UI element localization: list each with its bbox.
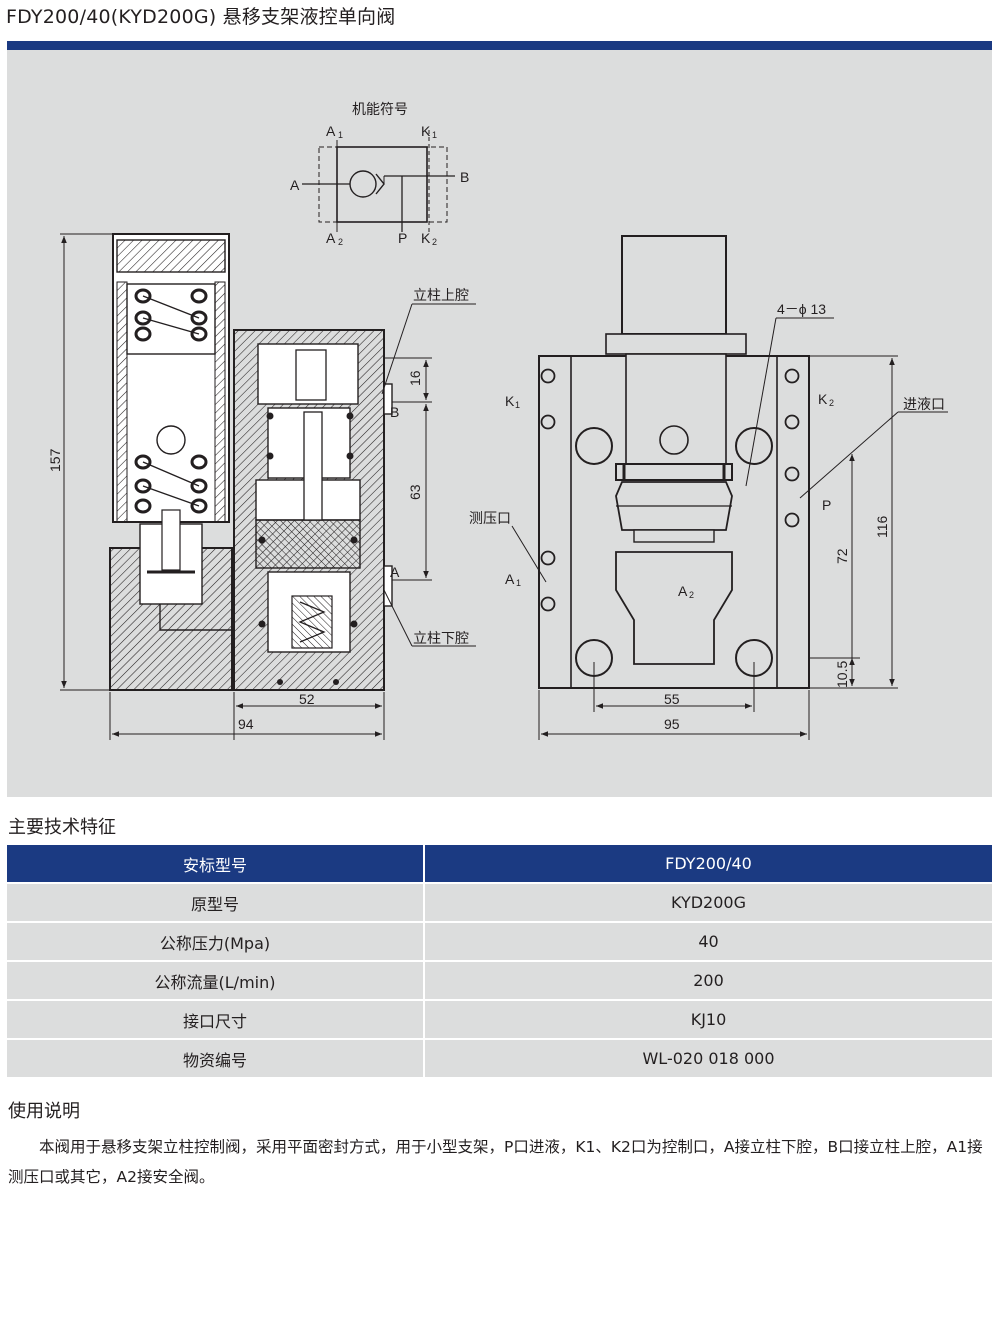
spec-label: 原型号 <box>7 883 425 923</box>
symbol-label-k1-sub: 1 <box>432 130 437 140</box>
specs-table: 安标型号 FDY200/40 原型号 KYD200G 公称压力(Mpa) 40 … <box>7 845 992 1079</box>
section-view-labels: 立柱上腔 立柱下腔 B A 157 16 63 52 94 <box>47 287 469 732</box>
side-view <box>511 235 948 740</box>
table-row: 接口尺寸 KJ10 <box>7 1000 992 1040</box>
table-row: 公称压力(Mpa) 40 <box>7 922 992 962</box>
callout-upper-chamber: 立柱上腔 <box>413 287 469 303</box>
section-view <box>60 233 476 740</box>
side-label-p: P <box>822 497 831 513</box>
spec-value: KYD200G <box>424 883 992 923</box>
spec-label: 物资编号 <box>7 1039 425 1079</box>
page-title: FDY200/40(KYD200G) 悬移支架液控单向阀 <box>6 6 396 28</box>
dim-10-5: 10.5 <box>834 661 850 688</box>
spec-value: 40 <box>424 922 992 962</box>
symbol-label-a1: A <box>326 123 336 139</box>
symbol-label-k2-sub: 2 <box>432 237 437 247</box>
dim-height-157: 157 <box>47 448 63 472</box>
dim-63: 63 <box>407 484 423 500</box>
side-label-k2: K <box>818 391 828 407</box>
side-label-a2: A <box>678 583 688 599</box>
side-label-k1: K <box>505 393 515 409</box>
symbol-label-k2: K <box>421 230 431 246</box>
dim-95: 95 <box>664 716 680 732</box>
side-label-a1-sub: 1 <box>516 578 521 588</box>
inlet-callout: 进液口 <box>903 396 945 412</box>
symbol-label-k1: K <box>421 123 431 139</box>
usage-title: 使用说明 <box>8 1101 80 1122</box>
callout-lower-chamber: 立柱下腔 <box>413 630 469 646</box>
section-port-b: B <box>390 404 399 420</box>
side-label-k2-sub: 2 <box>829 398 834 408</box>
dim-72: 72 <box>834 548 850 564</box>
technical-drawing: 机能符号 A 1 K 1 A B A 2 P K 2 <box>47 101 948 740</box>
usage-text: 本阀用于悬移支架立柱控制阀，采用平面密封方式，用于小型支架，P口进液，K1、K2… <box>8 1138 983 1186</box>
specs-header-row: 安标型号 FDY200/40 <box>7 845 992 884</box>
spec-label: 公称流量(L/min) <box>7 961 425 1001</box>
side-label-k1-sub: 1 <box>515 400 520 410</box>
specs-header-label: 安标型号 <box>7 845 425 884</box>
dim-16: 16 <box>407 370 423 386</box>
spec-label: 接口尺寸 <box>7 1000 425 1040</box>
table-row: 原型号 KYD200G <box>7 883 992 923</box>
spec-value: 200 <box>424 961 992 1001</box>
symbol-label-p: P <box>398 230 407 246</box>
symbol-label-a1-sub: 1 <box>338 130 343 140</box>
side-label-a1: A <box>505 571 515 587</box>
symbol-label-a2: A <box>326 230 336 246</box>
side-view-labels: 4－ϕ 13 K 1 K 2 进液口 测压口 P A 1 A 2 116 72 … <box>469 301 945 732</box>
title-rule <box>7 41 992 50</box>
symbol-label-b: B <box>460 169 469 185</box>
technical-drawing-panel: 机能符号 A 1 K 1 A B A 2 P K 2 <box>7 50 992 797</box>
section-port-a: A <box>390 564 400 580</box>
symbol-label-a: A <box>290 177 300 193</box>
specs-header-value: FDY200/40 <box>424 845 992 884</box>
dim-116: 116 <box>874 515 890 538</box>
spec-value: WL-020 018 000 <box>424 1039 992 1079</box>
function-symbol: 机能符号 A 1 K 1 A B A 2 P K 2 <box>290 101 469 247</box>
dim-52: 52 <box>299 691 315 707</box>
symbol-label-a2-sub: 2 <box>338 237 343 247</box>
holes-callout: 4－ϕ 13 <box>777 301 826 317</box>
table-row: 公称流量(L/min) 200 <box>7 961 992 1001</box>
symbol-caption: 机能符号 <box>352 101 408 117</box>
spec-value: KJ10 <box>424 1000 992 1040</box>
side-label-a2-sub: 2 <box>689 590 694 600</box>
spec-label: 公称压力(Mpa) <box>7 922 425 962</box>
table-row: 物资编号 WL-020 018 000 <box>7 1039 992 1079</box>
dim-94: 94 <box>238 716 254 732</box>
dim-55: 55 <box>664 691 680 707</box>
test-port-callout: 测压口 <box>469 510 511 526</box>
specs-title: 主要技术特征 <box>8 817 116 838</box>
